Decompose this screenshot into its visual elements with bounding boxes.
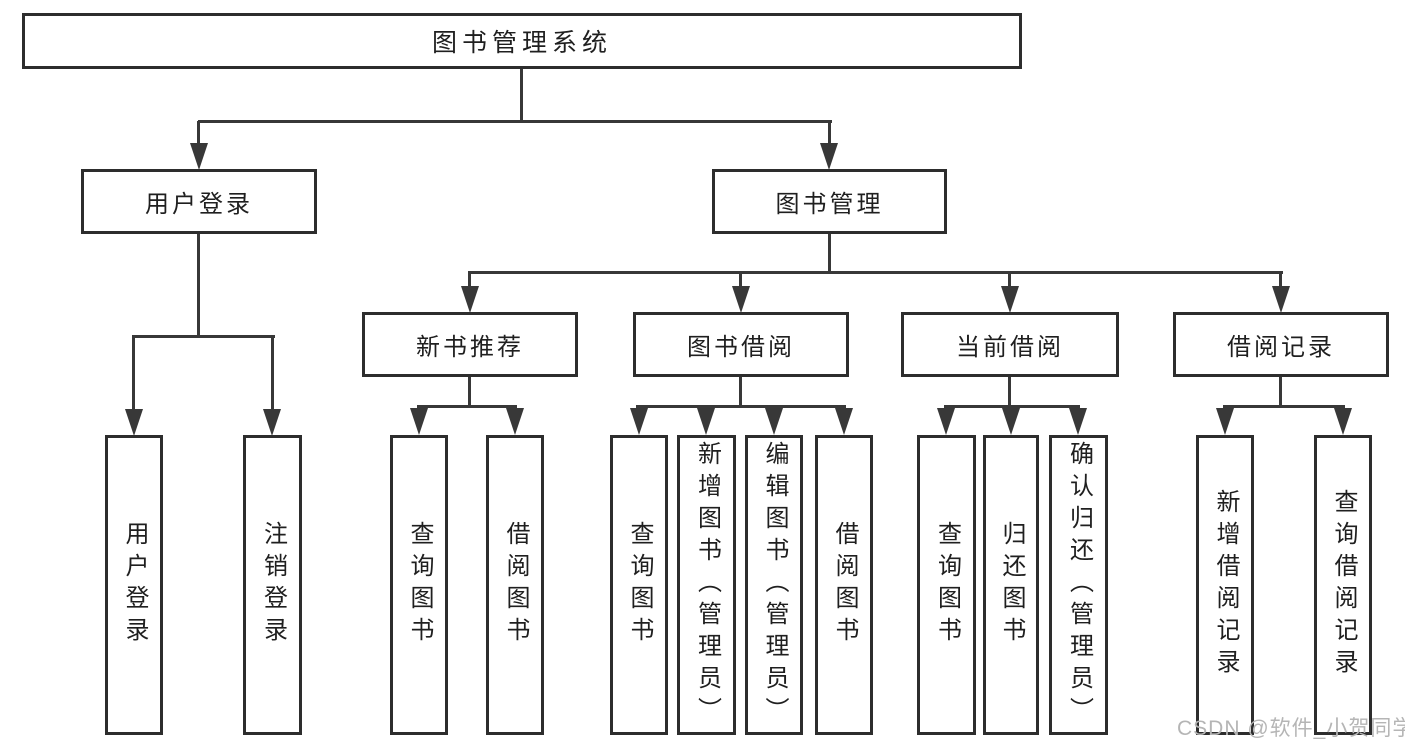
connector-to-new-books xyxy=(468,273,471,288)
node-label: 当前借阅 xyxy=(956,334,1064,361)
node-label: 用户登录 xyxy=(145,191,253,218)
node-label: 归还图书 xyxy=(998,521,1025,649)
arrow-down-icon xyxy=(125,409,143,436)
arrow-down-icon xyxy=(1334,408,1352,435)
node-label: 借阅记录 xyxy=(1227,334,1335,361)
node-library-management-system: 图书管理系统 xyxy=(22,13,1022,69)
arrow-down-icon xyxy=(820,143,838,170)
connector-current-borrow-bar xyxy=(944,405,1080,408)
node-borrow-query-books: 查询图书 xyxy=(610,435,668,735)
node-newbook-query-books: 查询图书 xyxy=(390,435,448,735)
connector-level2-bar xyxy=(468,271,1283,274)
connector-to-book-borrow xyxy=(739,273,742,288)
connector-to-user-login xyxy=(197,121,200,146)
arrow-down-icon xyxy=(263,409,281,436)
connector-book-mgmt-stem xyxy=(828,234,831,273)
arrow-down-icon xyxy=(1216,408,1234,435)
arrow-down-icon xyxy=(1272,286,1290,313)
node-user-login-action: 用户登录 xyxy=(105,435,163,735)
node-label: 编辑图书（管理员） xyxy=(761,441,788,729)
csdn-watermark: CSDN @软件_小贺同学 xyxy=(1177,717,1405,740)
connector-new-books-bar xyxy=(417,405,517,408)
arrow-down-icon xyxy=(190,143,208,170)
node-new-book-recommend: 新书推荐 xyxy=(362,312,578,377)
connector-book-borrow-stem xyxy=(739,377,742,407)
connector-to-logout xyxy=(271,337,274,411)
node-record-query-borrow-record: 查询借阅记录 xyxy=(1314,435,1372,735)
node-label: 查询借阅记录 xyxy=(1330,489,1357,681)
node-current-borrowing: 当前借阅 xyxy=(901,312,1119,377)
arrow-down-icon xyxy=(937,408,955,435)
connector-new-books-stem xyxy=(468,377,471,407)
arrow-down-icon xyxy=(697,408,715,435)
node-label: 确认归还（管理员） xyxy=(1065,441,1093,729)
node-borrow-add-books-admin: 新增图书（管理员） xyxy=(677,435,736,735)
node-label: 查询图书 xyxy=(933,521,961,649)
node-book-management: 图书管理 xyxy=(712,169,947,234)
node-label: 图书借阅 xyxy=(687,334,795,361)
node-label: 新增借阅记录 xyxy=(1212,489,1239,681)
node-borrow-edit-books-admin: 编辑图书（管理员） xyxy=(745,435,803,735)
arrow-down-icon xyxy=(1002,408,1020,435)
arrow-down-icon xyxy=(410,408,428,435)
node-record-add-borrow-record: 新增借阅记录 xyxy=(1196,435,1254,735)
connector-borrow-records-stem xyxy=(1279,377,1282,407)
node-borrowing-records: 借阅记录 xyxy=(1173,312,1389,377)
node-label: 用户登录 xyxy=(121,521,148,649)
arrow-down-icon xyxy=(506,408,524,435)
node-label: 借阅图书 xyxy=(502,521,529,649)
node-label: 新增图书（管理员） xyxy=(693,441,721,729)
arrow-down-icon xyxy=(835,408,853,435)
node-book-borrowing: 图书借阅 xyxy=(633,312,849,377)
node-label: 借阅图书 xyxy=(831,521,858,649)
arrow-down-icon xyxy=(1001,286,1019,313)
arrow-down-icon xyxy=(630,408,648,435)
connector-level1-bar xyxy=(198,120,832,123)
node-current-return-books: 归还图书 xyxy=(983,435,1039,735)
arrow-down-icon xyxy=(765,408,783,435)
node-label: 查询图书 xyxy=(406,521,433,649)
node-borrow-borrow-books: 借阅图书 xyxy=(815,435,873,735)
connector-user-login-stem xyxy=(197,234,200,338)
connector-user-login-bar xyxy=(132,335,275,338)
connector-root-stem xyxy=(520,69,523,122)
connector-to-book-mgmt xyxy=(828,121,831,146)
node-label: 注销登录 xyxy=(259,521,287,649)
connector-to-borrow-records xyxy=(1279,273,1282,288)
node-user-login: 用户登录 xyxy=(81,169,317,234)
node-label: 图书管理系统 xyxy=(431,29,612,57)
connector-borrow-records-bar xyxy=(1223,405,1345,408)
node-current-confirm-return-admin: 确认归还（管理员） xyxy=(1049,435,1108,735)
connector-book-borrow-bar xyxy=(636,405,846,408)
arrow-down-icon xyxy=(732,286,750,313)
connector-to-login-action xyxy=(132,337,135,411)
node-label: 新书推荐 xyxy=(416,334,524,361)
node-label: 查询图书 xyxy=(626,521,653,649)
node-logout: 注销登录 xyxy=(243,435,302,735)
connector-current-borrow-stem xyxy=(1008,377,1011,407)
node-current-query-books: 查询图书 xyxy=(917,435,976,735)
arrow-down-icon xyxy=(461,286,479,313)
arrow-down-icon xyxy=(1069,408,1087,435)
node-newbook-borrow-books: 借阅图书 xyxy=(486,435,544,735)
connector-to-current-borrow xyxy=(1008,273,1011,288)
node-label: 图书管理 xyxy=(775,191,884,218)
